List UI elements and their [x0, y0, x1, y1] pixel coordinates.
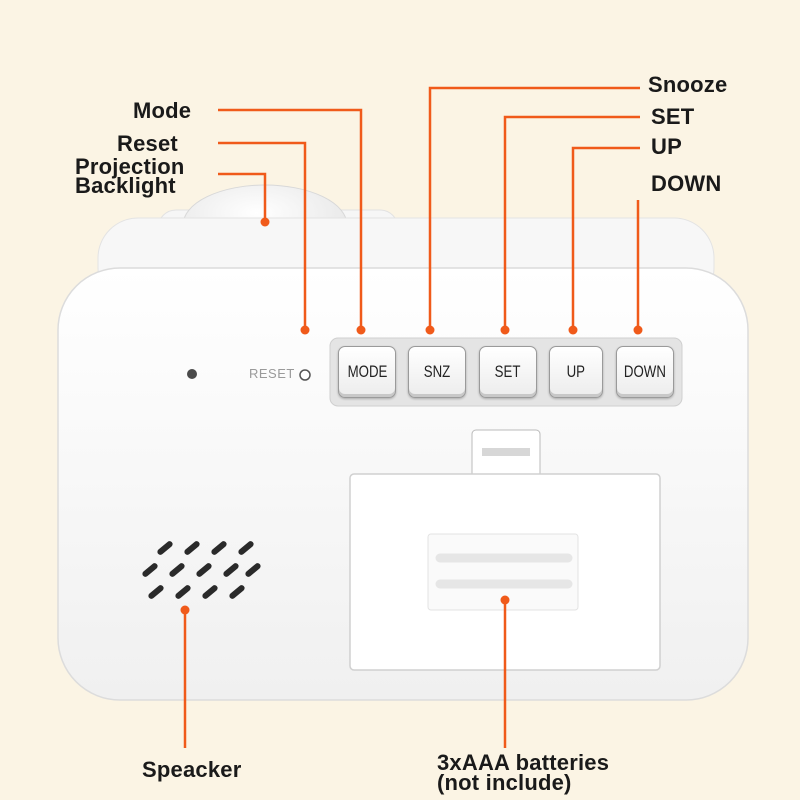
- callout-snooze: Snooze: [648, 72, 728, 97]
- speaker-slot: [211, 541, 227, 555]
- callout-up: UP: [651, 134, 682, 159]
- speaker-slot: [157, 541, 173, 555]
- speaker-slot: [245, 563, 261, 577]
- leader-dots: [180, 217, 643, 615]
- callout-batteries-line2: (not include): [437, 770, 572, 795]
- light-sensor: [187, 369, 197, 379]
- speaker-slot: [175, 585, 191, 599]
- leader-lines: [183, 86, 640, 748]
- callout-projection: Projection: [75, 154, 185, 179]
- leader-line-up: [571, 146, 640, 330]
- leader-line-projection: [218, 172, 267, 222]
- speaker-slot: [229, 585, 245, 599]
- callout-mode: Mode: [133, 98, 192, 123]
- callout-set: SET: [651, 104, 695, 129]
- mode-button[interactable]: MODE: [338, 346, 396, 398]
- callout-reset: Reset: [117, 131, 178, 156]
- speaker-slot: [223, 563, 239, 577]
- callout-backlight: Backlight: [75, 173, 176, 198]
- reset-hole: [299, 369, 311, 381]
- up-button-label: UP: [566, 362, 586, 381]
- up-button[interactable]: UP: [549, 346, 603, 398]
- leader-line-set: [503, 115, 640, 330]
- reset-engraving: RESET: [249, 366, 295, 381]
- leader-line-snooze: [428, 86, 640, 330]
- embossed-plate: [427, 533, 579, 611]
- speaker-slot: [202, 585, 218, 599]
- mode-button-label: MODE: [347, 362, 387, 381]
- speaker-slot: [184, 541, 200, 555]
- leader-line-mode: [218, 108, 363, 330]
- callout-down: DOWN: [651, 171, 722, 196]
- speaker-slot: [169, 563, 185, 577]
- speaker-slot: [238, 541, 254, 555]
- speaker-slots: [142, 541, 261, 599]
- snooze-button-label: SNZ: [423, 362, 451, 381]
- speaker-slot: [196, 563, 212, 577]
- set-button[interactable]: SET: [479, 346, 537, 398]
- callout-speaker: Speacker: [142, 757, 242, 782]
- leader-line-reset: [218, 141, 307, 330]
- speaker-slot: [148, 585, 164, 599]
- down-button[interactable]: DOWN: [616, 346, 674, 398]
- snooze-button[interactable]: SNZ: [408, 346, 466, 398]
- speaker-slot: [142, 563, 158, 577]
- callout-batteries-line1: 3xAAA batteries: [437, 750, 610, 775]
- down-button-label: DOWN: [623, 362, 666, 381]
- set-button-label: SET: [495, 362, 521, 381]
